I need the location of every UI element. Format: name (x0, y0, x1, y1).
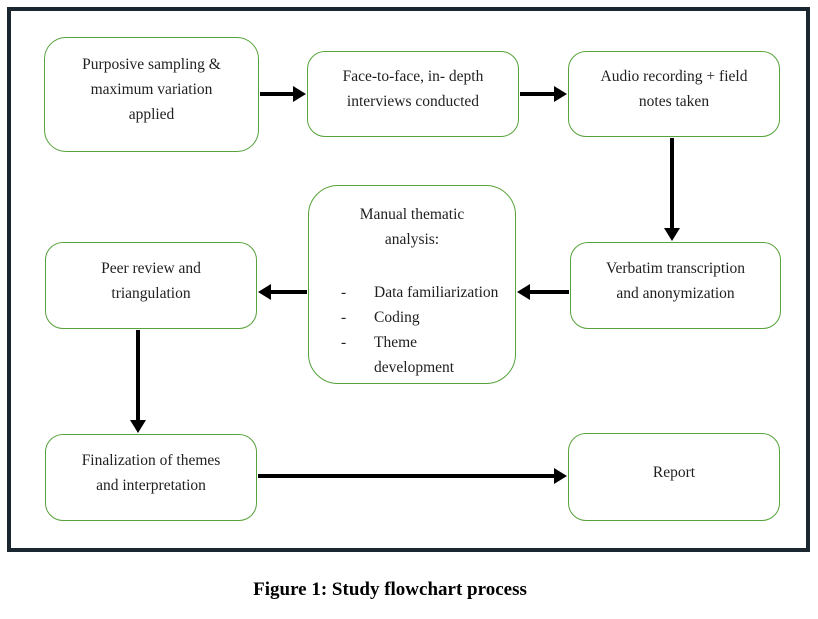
node-interviews-conducted: Face-to-face, in- depth interviews condu… (307, 51, 519, 137)
node-text-line: and anonymization (616, 284, 735, 302)
node-verbatim-transcription: Verbatim transcription and anonymization (570, 242, 781, 329)
bullet-marker: - (341, 334, 347, 351)
bullet-marker: - (341, 309, 347, 326)
node-title: Manual thematic analysis: (309, 186, 515, 252)
node-text-line: Verbatim transcription (605, 259, 746, 277)
arrow-head-icon (554, 468, 567, 484)
arrow-interviews-to-audio (520, 86, 567, 102)
bullet-marker: - (341, 284, 347, 301)
node-manual-thematic-analysis: Manual thematic analysis: - Data familia… (308, 185, 516, 384)
bullet-marker (341, 355, 374, 380)
bullet-item: - Data familiarization (341, 280, 515, 305)
arrow-shaft (136, 330, 140, 422)
node-peer-review: Peer review and triangulation (45, 242, 257, 329)
arrow-head-icon (664, 228, 680, 241)
bullet-item: - Theme (341, 330, 515, 355)
arrow-head-icon (258, 284, 271, 300)
arrow-peer-to-finalization (130, 330, 146, 433)
arrow-shaft (520, 92, 556, 96)
node-text-line: triangulation (111, 284, 191, 302)
arrow-manual-to-peer (258, 284, 307, 300)
arrow-shaft (260, 92, 295, 96)
node-text-line: interviews conducted (346, 93, 480, 110)
node-purposive-sampling: Purposive sampling & maximum variation a… (44, 37, 259, 152)
arrow-finalization-to-report (258, 468, 567, 484)
node-text-line: Manual thematic (359, 206, 465, 223)
arrow-verbatim-to-manual (517, 284, 569, 300)
bullet-text: Data familiarization (374, 284, 499, 301)
node-text-line: Peer review and (101, 259, 201, 277)
node-text-line: Report (652, 463, 696, 481)
arrow-purposive-to-interviews (260, 86, 306, 102)
node-text-line: Purposive sampling & (82, 56, 221, 73)
node-text-line: and interpretation (96, 476, 206, 494)
node-text-line: notes taken (638, 93, 710, 110)
bullet-text: Coding (374, 309, 420, 326)
node-text-line: Face-to-face, in- depth (342, 68, 484, 85)
bullet-item: development (341, 355, 515, 380)
arrow-head-icon (554, 86, 567, 102)
node-text-line: applied (128, 106, 175, 123)
bullet-text: development (374, 359, 455, 376)
figure-caption: Figure 1: Study flowchart process (253, 579, 527, 600)
node-text-line: maximum variation (90, 81, 213, 98)
arrow-audio-to-verbatim (664, 138, 680, 241)
arrow-shaft (528, 290, 569, 294)
bullet-list: - Data familiarization - Coding - Theme … (309, 280, 515, 380)
node-text-line: Audio recording + field (600, 68, 748, 85)
diagram-frame: Purposive sampling & maximum variation a… (7, 7, 810, 552)
arrow-head-icon (293, 86, 306, 102)
bullet-item: - Coding (341, 305, 515, 330)
node-audio-recording: Audio recording + field notes taken (568, 51, 780, 137)
arrow-shaft (670, 138, 674, 230)
node-finalization-themes: Finalization of themes and interpretatio… (45, 434, 257, 521)
bullet-text: Theme (374, 334, 418, 351)
arrow-shaft (258, 474, 556, 478)
arrow-head-icon (517, 284, 530, 300)
arrow-head-icon (130, 420, 146, 433)
node-text-line: analysis: (384, 231, 440, 248)
arrow-shaft (269, 290, 307, 294)
node-text-line: Finalization of themes (81, 451, 221, 469)
node-report: Report (568, 433, 780, 521)
